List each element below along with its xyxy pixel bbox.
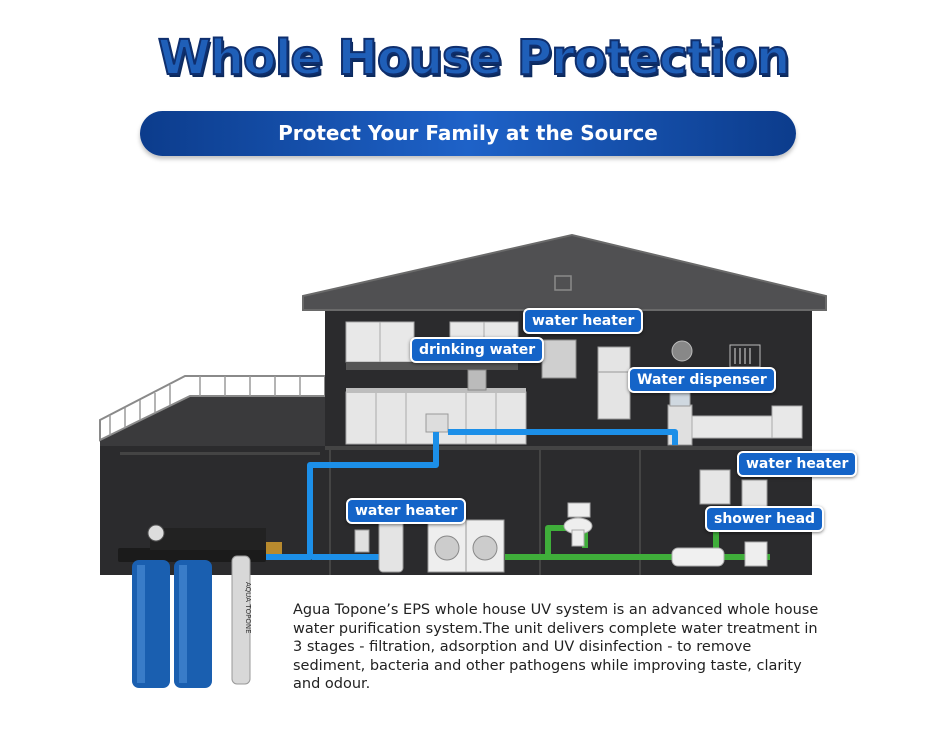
page-title: Whole House Protection <box>157 29 791 87</box>
tankless-heater-right <box>699 469 731 505</box>
label-water-heater-top: water heater <box>523 308 644 334</box>
label-water-dispenser: Water dispenser <box>628 367 776 393</box>
toilet <box>563 502 593 547</box>
roof <box>302 233 827 311</box>
under-sink-filter <box>425 413 449 433</box>
filter-brand-text: AQUA TOPONE <box>244 582 252 634</box>
sofa <box>691 405 803 439</box>
washer-dryer <box>427 519 505 573</box>
blue-pipes <box>260 429 678 560</box>
label-water-heater-left: water heater <box>346 498 467 524</box>
terrace <box>99 375 326 446</box>
label-water-heater-right: water heater <box>737 451 858 477</box>
tankless-heater-top <box>541 339 577 379</box>
label-drinking-water: drinking water <box>410 337 545 363</box>
subtitle-banner: Protect Your Family at the Source <box>140 111 796 156</box>
filter-system-image <box>118 524 282 688</box>
label-shower-head: shower head <box>705 506 825 532</box>
water-dispenser <box>667 404 693 446</box>
water-heater-tank <box>378 517 404 573</box>
fridge <box>597 346 631 420</box>
wall-clock <box>671 340 693 362</box>
product-description: Agua Topone’s EPS whole house UV system … <box>293 602 819 692</box>
bathtub <box>671 547 725 567</box>
